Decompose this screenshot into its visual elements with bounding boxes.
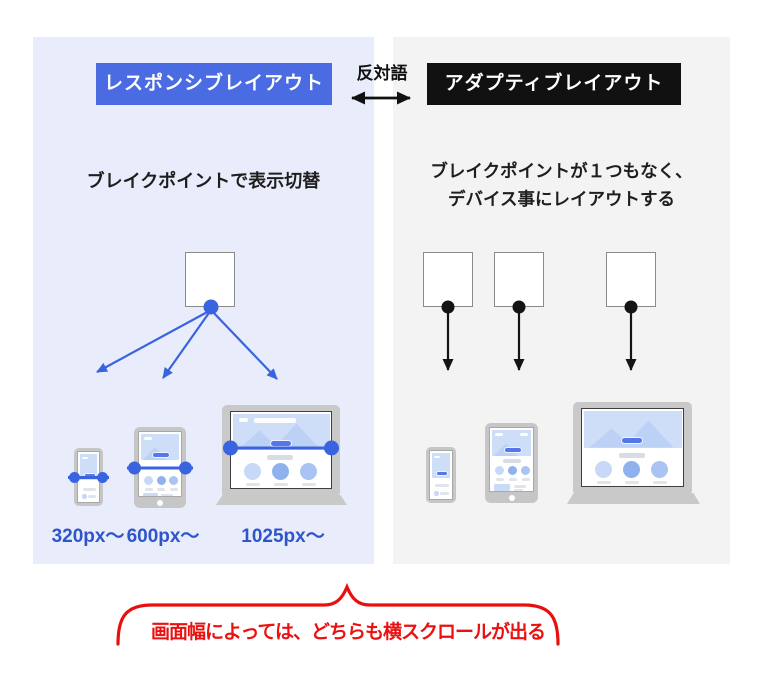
adaptive-caption-line1: ブレイクポイントが１つもなく、 — [430, 161, 693, 181]
content-line — [245, 483, 260, 486]
laptop-screen — [230, 411, 332, 489]
hero-button — [620, 436, 643, 444]
adaptive-source-box-3 — [606, 252, 656, 307]
content-line — [509, 478, 517, 481]
content-circle — [434, 491, 439, 496]
content-pill — [267, 455, 293, 460]
tablet-hero — [141, 434, 179, 460]
laptop-hero — [232, 413, 330, 450]
responsive-phone — [74, 448, 103, 506]
content-line — [514, 485, 526, 488]
tablet-screen — [138, 431, 182, 497]
hero-pill — [82, 457, 88, 459]
content-line — [596, 481, 611, 484]
content-circle — [300, 463, 317, 480]
adaptive-laptop — [573, 402, 692, 493]
content-circle — [623, 461, 640, 478]
breakpoint-label-600: 600px〜 — [126, 526, 200, 547]
adaptive-badge: アダプティブレイアウト — [427, 63, 681, 105]
phone-screen — [77, 451, 100, 503]
hero-button — [269, 439, 292, 447]
content-line — [273, 483, 288, 486]
content-line — [88, 495, 96, 498]
hero-button — [504, 447, 522, 453]
hero-pill — [495, 433, 503, 436]
content-line — [83, 488, 96, 491]
adaptive-caption-line2: デバイス事にレイアウトする — [448, 189, 675, 209]
hero-pill — [434, 456, 440, 458]
content-circle — [651, 461, 668, 478]
hero-button — [152, 452, 170, 458]
content-circle — [82, 494, 87, 499]
hero-pill — [520, 433, 528, 436]
content-circle — [244, 463, 261, 480]
content-line — [522, 478, 530, 481]
content-circle — [595, 461, 612, 478]
content-line — [435, 484, 449, 487]
content-line — [301, 483, 316, 486]
phone-screen — [429, 450, 453, 500]
home-button — [157, 499, 163, 506]
content-block — [143, 493, 158, 496]
breakpoint-label-320: 320px〜 — [51, 526, 125, 547]
laptop-hero — [583, 410, 682, 448]
content-circle — [495, 466, 504, 475]
content-line — [161, 493, 173, 496]
content-line — [440, 492, 449, 495]
hero-pill — [253, 417, 296, 423]
content-circle — [144, 476, 153, 485]
content-circle — [521, 466, 530, 475]
responsive-laptop-base — [216, 495, 347, 505]
content-line — [496, 478, 504, 481]
tablet-hero — [492, 430, 531, 456]
content-block — [494, 484, 510, 491]
footer-note: 画面幅によっては、どちらも横スクロールが出る — [150, 622, 546, 643]
content-line — [169, 488, 178, 491]
content-pill — [503, 459, 521, 463]
hero-pill — [238, 417, 248, 422]
relation-label: 反対語 — [356, 64, 408, 83]
responsive-laptop — [222, 405, 340, 495]
content-circle — [169, 476, 178, 485]
tablet-screen — [489, 427, 534, 492]
adaptive-phone — [426, 447, 456, 503]
content-line — [514, 489, 523, 491]
phone-hero — [80, 454, 97, 480]
adaptive-caption: ブレイクポイントが１つもなく、 デバイス事にレイアウトする — [398, 157, 725, 213]
hero-button — [436, 471, 448, 476]
adaptive-tablet — [485, 423, 538, 503]
content-pill — [619, 453, 645, 458]
content-line — [624, 481, 639, 484]
adaptive-source-box-1 — [423, 252, 473, 307]
laptop-screen — [581, 408, 684, 487]
responsive-tablet — [134, 427, 186, 508]
phone-hero — [432, 453, 450, 478]
content-circle — [272, 463, 289, 480]
hero-pill — [144, 437, 152, 440]
breakpoint-label-1025: 1025px〜 — [241, 526, 325, 547]
content-line — [144, 488, 153, 491]
responsive-caption: ブレイクポイントで表示切替 — [86, 171, 321, 191]
content-circle — [508, 466, 517, 475]
hero-button — [83, 473, 96, 478]
responsive-source-box — [185, 252, 235, 307]
responsive-badge: レスポンシブレイアウト — [96, 63, 332, 105]
adaptive-laptop-base — [567, 493, 700, 504]
content-circle — [156, 476, 166, 485]
content-line — [652, 481, 667, 484]
content-line — [157, 488, 165, 491]
adaptive-source-box-2 — [494, 252, 544, 307]
home-button — [508, 494, 515, 501]
